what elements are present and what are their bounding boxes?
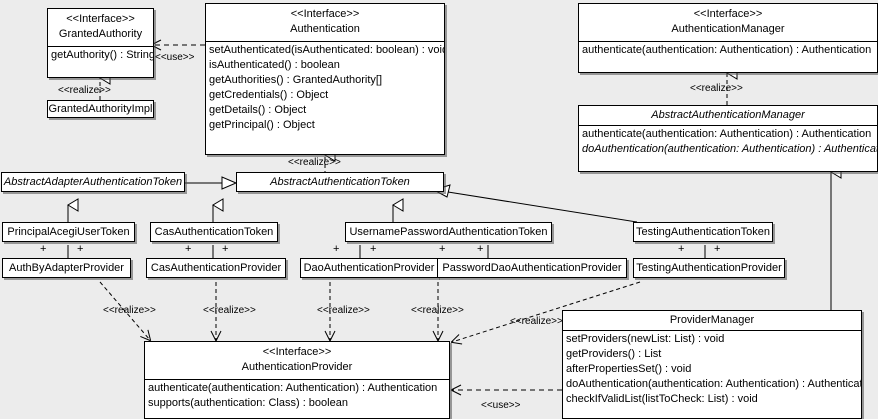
- assoc-plus-testing-left: +: [678, 243, 685, 255]
- assoc-plus-username-3: +: [439, 243, 446, 255]
- method-authenticate: authenticate(authentication: Authenticat…: [582, 44, 872, 56]
- method-do-authentication: doAuthentication(authentication: Authent…: [582, 143, 878, 155]
- method-get-authorities: getAuthorities() : GrantedAuthority[]: [209, 74, 383, 86]
- edge-label-realize-authentication: <<realize>>: [288, 157, 341, 168]
- class-abstract-authentication-token[interactable]: AbstractAuthenticationToken: [236, 172, 444, 192]
- class-name: ProviderManager: [669, 314, 755, 326]
- method-set-providers: setProviders(newList: List) : void: [566, 333, 725, 345]
- class-name: Authentication: [290, 23, 360, 35]
- method-compartment: setAuthenticated(isAuthenticated: boolea…: [206, 41, 444, 134]
- class-header: ProviderManager: [563, 311, 861, 330]
- class-authentication-provider[interactable]: <<Interface>> AuthenticationProvider aut…: [144, 341, 450, 419]
- assoc-plus-testing-right: +: [714, 243, 721, 255]
- class-granted-authority-impl[interactable]: GrantedAuthorityImpl: [47, 100, 154, 118]
- class-abstract-authentication-manager[interactable]: AbstractAuthenticationManager authentica…: [578, 105, 878, 172]
- assoc-plus-principal-right: +: [77, 243, 84, 255]
- class-name: AuthByAdapterProvider: [9, 261, 124, 274]
- class-name: TestingAuthenticationToken: [636, 225, 770, 238]
- class-provider-manager[interactable]: ProviderManager setProviders(newList: Li…: [562, 310, 862, 419]
- method-compartment: authenticate(authentication: Authenticat…: [579, 125, 877, 158]
- edge-label-realize-provider-manager: <<realize>>: [510, 316, 563, 327]
- assoc-plus-username-2: +: [370, 243, 377, 255]
- class-name: GrantedAuthorityImpl: [48, 102, 153, 115]
- class-authentication-manager[interactable]: <<Interface>> AuthenticationManager auth…: [578, 3, 878, 73]
- edge-generalization-testing-token: [432, 184, 638, 223]
- class-header: AbstractAuthenticationManager: [579, 106, 877, 125]
- class-name: AbstractAuthenticationManager: [651, 109, 805, 121]
- edge-label-realize-granted-authority: <<realize>>: [58, 85, 111, 96]
- class-name: GrantedAuthority: [58, 28, 143, 40]
- edge-label-use-provider-manager: <<use>>: [481, 400, 521, 411]
- class-name: AbstractAdapterAuthenticationToken: [3, 175, 183, 188]
- class-cas-authentication-token[interactable]: CasAuthenticationToken: [150, 222, 278, 242]
- assoc-plus-cas-left: +: [185, 243, 192, 255]
- class-cas-authentication-provider[interactable]: CasAuthenticationProvider: [146, 258, 286, 278]
- class-name: CasAuthenticationProvider: [150, 261, 282, 274]
- edge-label-realize-password-dao-provider: <<realize>>: [411, 305, 464, 316]
- class-password-dao-authentication-provider[interactable]: PasswordDaoAuthenticationProvider: [437, 258, 627, 278]
- method-compartment: authenticate(authentication: Authenticat…: [579, 41, 877, 59]
- class-testing-authentication-provider[interactable]: TestingAuthenticationProvider: [633, 258, 785, 278]
- edge-label-realize-auth-by-adapter: <<realize>>: [103, 305, 156, 316]
- class-name: PasswordDaoAuthenticationProvider: [442, 261, 622, 274]
- stereotype-label: <<Interface>>: [262, 346, 332, 358]
- class-testing-authentication-token[interactable]: TestingAuthenticationToken: [633, 222, 773, 242]
- class-auth-by-adapter-provider[interactable]: AuthByAdapterProvider: [2, 258, 131, 278]
- edge-label-realize-cas-provider: <<realize>>: [203, 305, 256, 316]
- class-principal-acegi-user-token[interactable]: PrincipalAcegiUserToken: [2, 222, 135, 242]
- assoc-plus-username-1: +: [333, 243, 340, 255]
- class-username-password-authentication-token[interactable]: UsernamePasswordAuthenticationToken: [345, 222, 552, 242]
- class-name: PrincipalAcegiUserToken: [7, 225, 130, 238]
- class-name: TestingAuthenticationProvider: [636, 261, 782, 274]
- method-get-providers: getProviders() : List: [566, 348, 662, 360]
- assoc-plus-principal-left: +: [40, 243, 47, 255]
- class-header: <<Interface>> Authentication: [206, 4, 444, 41]
- edge-label-use-granted-authority: <<use>>: [155, 52, 195, 63]
- class-name: AbstractAuthenticationToken: [270, 175, 410, 188]
- assoc-plus-username-4: +: [477, 243, 484, 255]
- method-is-authenticated: isAuthenticated() : boolean: [209, 59, 340, 71]
- class-name: AuthenticationProvider: [241, 361, 353, 373]
- method-check-if-valid-list: checkIfValidList(listToCheck: List) : vo…: [566, 393, 758, 405]
- stereotype-label: <<Interface>>: [693, 8, 763, 20]
- method-supports: supports(authentication: Class) : boolea…: [148, 397, 348, 409]
- method-compartment: getAuthority() : String: [48, 46, 153, 64]
- class-abstract-adapter-authentication-token[interactable]: AbstractAdapterAuthenticationToken: [1, 172, 185, 192]
- method-get-principal: getPrincipal() : Object: [209, 119, 315, 131]
- method-authenticate: authenticate(authentication: Authenticat…: [582, 128, 872, 140]
- class-name: AuthenticationManager: [671, 23, 785, 35]
- method-authenticate: authenticate(authentication: Authenticat…: [148, 382, 438, 394]
- method-compartment: setProviders(newList: List) : void getPr…: [563, 330, 861, 408]
- method-get-details: getDetails() : Object: [209, 104, 307, 116]
- class-dao-authentication-provider[interactable]: DaoAuthenticationProvider: [300, 258, 438, 278]
- class-header: <<Interface>> AuthenticationProvider: [145, 342, 449, 379]
- edge-generalization-adapter-token: [185, 176, 238, 190]
- method-compartment: authenticate(authentication: Authenticat…: [145, 379, 449, 412]
- method-get-credentials: getCredentials() : Object: [209, 89, 329, 101]
- edge-label-realize-dao-provider: <<realize>>: [317, 305, 370, 316]
- class-name: UsernamePasswordAuthenticationToken: [349, 225, 548, 238]
- stereotype-label: <<Interface>>: [66, 13, 135, 25]
- method-after-properties-set: afterPropertiesSet() : void: [566, 363, 692, 375]
- class-header: <<Interface>> GrantedAuthority: [48, 9, 153, 46]
- class-name: DaoAuthenticationProvider: [303, 261, 435, 274]
- method-get-authority: getAuthority() : String: [51, 49, 154, 61]
- class-name: CasAuthenticationToken: [154, 225, 274, 238]
- class-authentication[interactable]: <<Interface>> Authentication setAuthenti…: [205, 3, 445, 155]
- class-header: <<Interface>> AuthenticationManager: [579, 4, 877, 41]
- stereotype-label: <<Interface>>: [290, 8, 360, 20]
- method-set-authenticated: setAuthenticated(isAuthenticated: boolea…: [209, 44, 445, 56]
- method-do-authentication: doAuthentication(authentication: Authent…: [566, 378, 862, 390]
- edge-label-realize-authentication-manager: <<realize>>: [690, 83, 743, 94]
- class-granted-authority[interactable]: <<Interface>> GrantedAuthority getAuthor…: [47, 8, 154, 78]
- assoc-plus-cas-right: +: [222, 243, 229, 255]
